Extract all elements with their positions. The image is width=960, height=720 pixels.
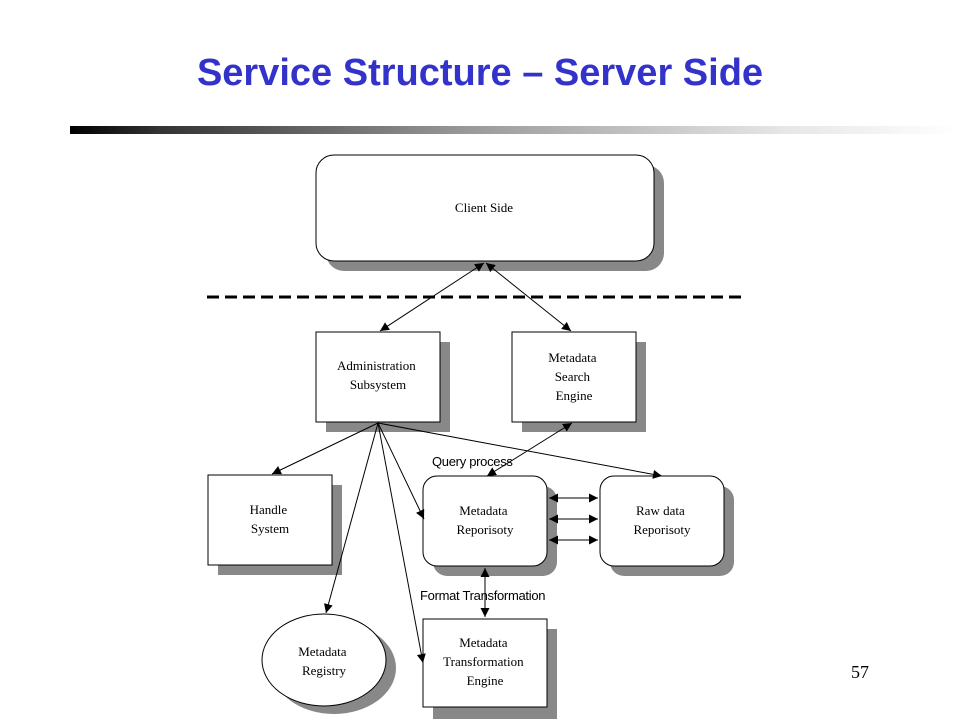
metadata-transformation-engine-label: Metadata Transformation Engine [443,635,527,688]
edge-admin-client [379,262,485,332]
query-process-label: Query process [432,454,513,469]
metadata-search-engine-label: Metadata Search Engine [548,350,600,403]
slide-title: Service Structure – Server Side [196,52,764,94]
client-side-node: Client Side [315,154,664,271]
handle-system-node: Handle System [207,474,342,575]
edge-search-metadata-repository [486,422,573,477]
metadata-repository-node: Metadata Reporisoty [422,475,557,576]
handle-system-label: Handle System [250,502,291,536]
raw-data-repository-node: Raw data Reporisoty [599,475,734,576]
edge-admin-transformation [377,422,426,664]
title-gradient-rule [70,126,960,134]
page-number: 57 [851,662,869,682]
edge-search-client [485,262,572,332]
administration-subsystem-label: Administration Subsystem [337,358,419,392]
edge-admin-registry [324,422,379,614]
client-side-label: Client Side [455,200,513,215]
edge-admin-handle [271,422,379,475]
edge-admin-metadata-repository [377,422,425,520]
metadata-registry-label: Metadata Registry [298,644,350,678]
metadata-transformation-engine-node: Metadata Transformation Engine [422,618,557,719]
administration-subsystem-node: Administration Subsystem [315,331,450,432]
metadata-repository-label: Metadata Reporisoty [456,503,514,537]
metadata-registry-node: Metadata Registry [261,613,396,714]
diagram-edges [271,262,663,664]
raw-data-repository-label: Raw data Reporisoty [633,503,691,537]
metadata-search-engine-node: Metadata Search Engine [511,331,646,432]
format-transformation-label: Format Transformation [420,588,545,603]
